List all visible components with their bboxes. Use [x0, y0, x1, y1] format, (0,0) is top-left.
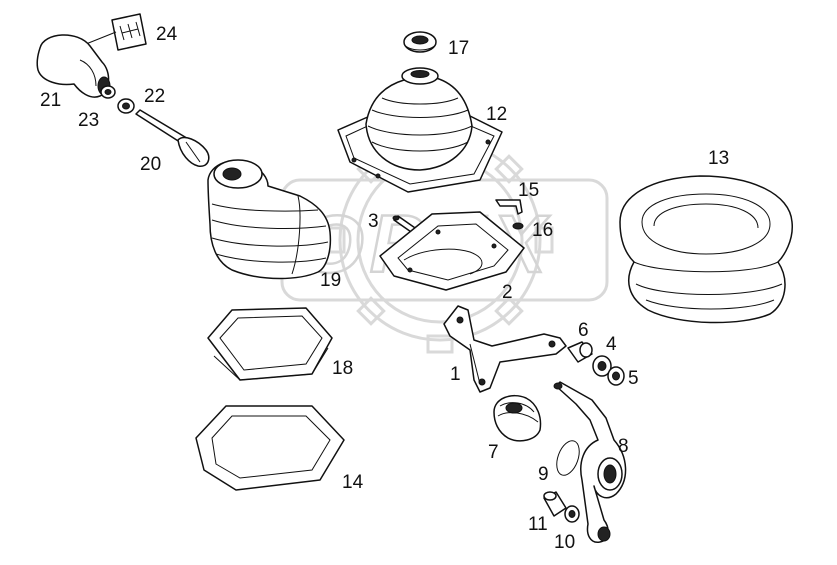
callout-13: 13 — [708, 148, 729, 169]
part-17-grommet — [403, 31, 437, 53]
callout-labels: 1 2 3 4 5 6 7 8 9 10 11 12 13 14 15 16 1… — [40, 24, 729, 553]
part-12-upper-boot — [337, 67, 503, 193]
callout-24: 24 — [156, 24, 178, 45]
callout-17: 17 — [448, 38, 469, 59]
callout-9: 9 — [538, 464, 549, 485]
callout-11: 11 — [528, 514, 548, 535]
part-15-clip — [495, 199, 523, 215]
part-13-outer-bellows — [619, 175, 793, 324]
part-8-selector-arm — [553, 381, 627, 543]
callout-3: 3 — [368, 211, 379, 232]
part-4-washer — [592, 355, 612, 377]
part-7-bearing-cup — [493, 394, 542, 442]
part-2-mounting-plate — [379, 211, 525, 291]
callout-14: 14 — [342, 472, 364, 493]
part-24-shift-pattern-decal — [85, 13, 147, 51]
part-23-nut — [100, 85, 116, 99]
callout-15: 15 — [518, 180, 539, 201]
part-11-sleeve — [543, 491, 567, 517]
part-1-bracket — [443, 305, 567, 393]
part-16-screw — [512, 222, 524, 230]
callout-22: 22 — [144, 86, 165, 107]
part-6-bushing — [567, 341, 593, 363]
part-21-shift-knob — [36, 34, 111, 98]
part-22-washer — [117, 98, 135, 114]
callout-6: 6 — [578, 320, 589, 341]
callout-2: 2 — [502, 282, 513, 303]
callout-10: 10 — [554, 532, 575, 553]
callout-8: 8 — [618, 436, 629, 457]
part-20-shift-lever — [135, 109, 210, 167]
callout-5: 5 — [628, 368, 639, 389]
part-10-bushing — [564, 505, 580, 523]
part-14-trim-ring — [195, 405, 345, 491]
callout-4: 4 — [606, 334, 617, 355]
callout-12: 12 — [486, 104, 507, 125]
callout-23: 23 — [78, 110, 99, 131]
callout-20: 20 — [140, 154, 161, 175]
callout-16: 16 — [532, 220, 553, 241]
part-19-lever-boot — [207, 159, 332, 280]
callout-21: 21 — [40, 90, 61, 111]
callout-1: 1 — [450, 364, 461, 385]
part-5-nut — [607, 366, 625, 386]
callout-7: 7 — [488, 442, 499, 463]
part-18-boot-frame — [207, 307, 333, 381]
callout-18: 18 — [332, 358, 353, 379]
part-9-o-ring — [556, 440, 580, 476]
callout-19: 19 — [320, 270, 341, 291]
